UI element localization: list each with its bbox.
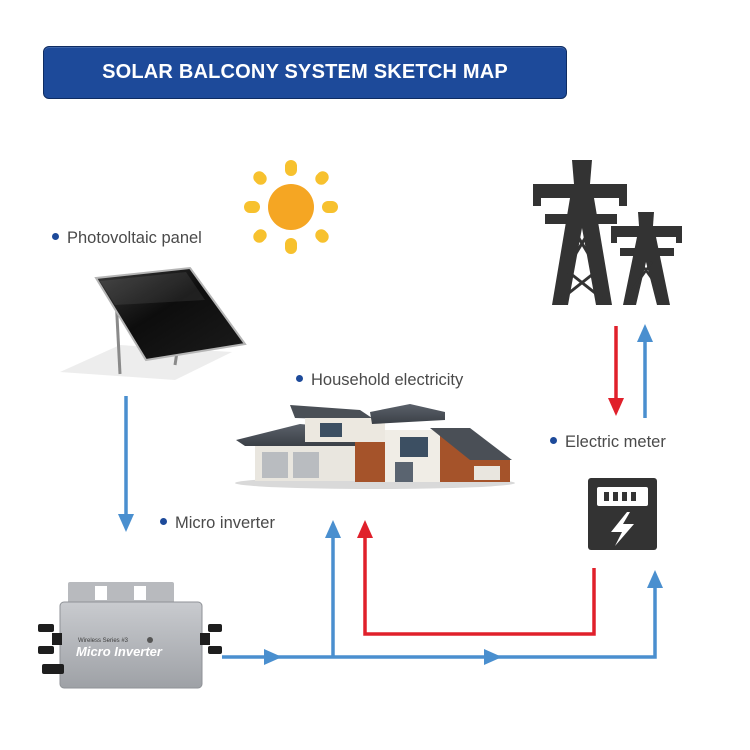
label-electric-meter: Electric meter — [550, 433, 666, 452]
power-tower-icon — [533, 160, 682, 305]
arrowhead — [637, 324, 653, 342]
diagram-title: SOLAR BALCONY SYSTEM SKETCH MAP — [102, 61, 508, 83]
flow-arrows-blue — [118, 324, 663, 665]
bullet-dot — [52, 233, 59, 241]
arrowhead — [264, 649, 282, 665]
label-text: Photovoltaic panel — [67, 229, 202, 247]
label-photovoltaic-panel: Photovoltaic panel — [52, 229, 202, 248]
label-text: Household electricity — [311, 371, 464, 389]
flow-arrows-red — [357, 326, 624, 636]
title-banner: SOLAR BALCONY SYSTEM SKETCH MAP — [43, 46, 567, 99]
arrow-inverter-bus — [222, 588, 657, 659]
house-icon — [235, 404, 515, 489]
label-text: Electric meter — [565, 433, 666, 451]
device-brand-line: Wireless Series #3 — [78, 638, 129, 644]
bullet-dot — [550, 437, 557, 445]
label-household-electricity: Household electricity — [296, 371, 463, 390]
arrowhead — [325, 520, 341, 538]
arrowhead — [118, 514, 134, 532]
arrow-meter-to-house — [363, 538, 596, 636]
sun-icon — [244, 160, 338, 254]
bullet-dot — [296, 375, 303, 383]
label-micro-inverter: Micro inverter — [160, 514, 275, 533]
micro-inverter-icon: Wireless Series #3 Micro Inverter — [38, 582, 222, 689]
arrowhead — [484, 649, 502, 665]
arrowhead — [357, 520, 373, 538]
electric-meter-icon — [588, 478, 657, 550]
label-text: Micro inverter — [175, 514, 275, 532]
arrowhead — [647, 570, 663, 588]
bullet-dot — [160, 518, 167, 526]
solar-panel-icon — [60, 266, 247, 380]
device-name: Micro Inverter — [76, 644, 163, 659]
arrowhead — [608, 398, 624, 416]
